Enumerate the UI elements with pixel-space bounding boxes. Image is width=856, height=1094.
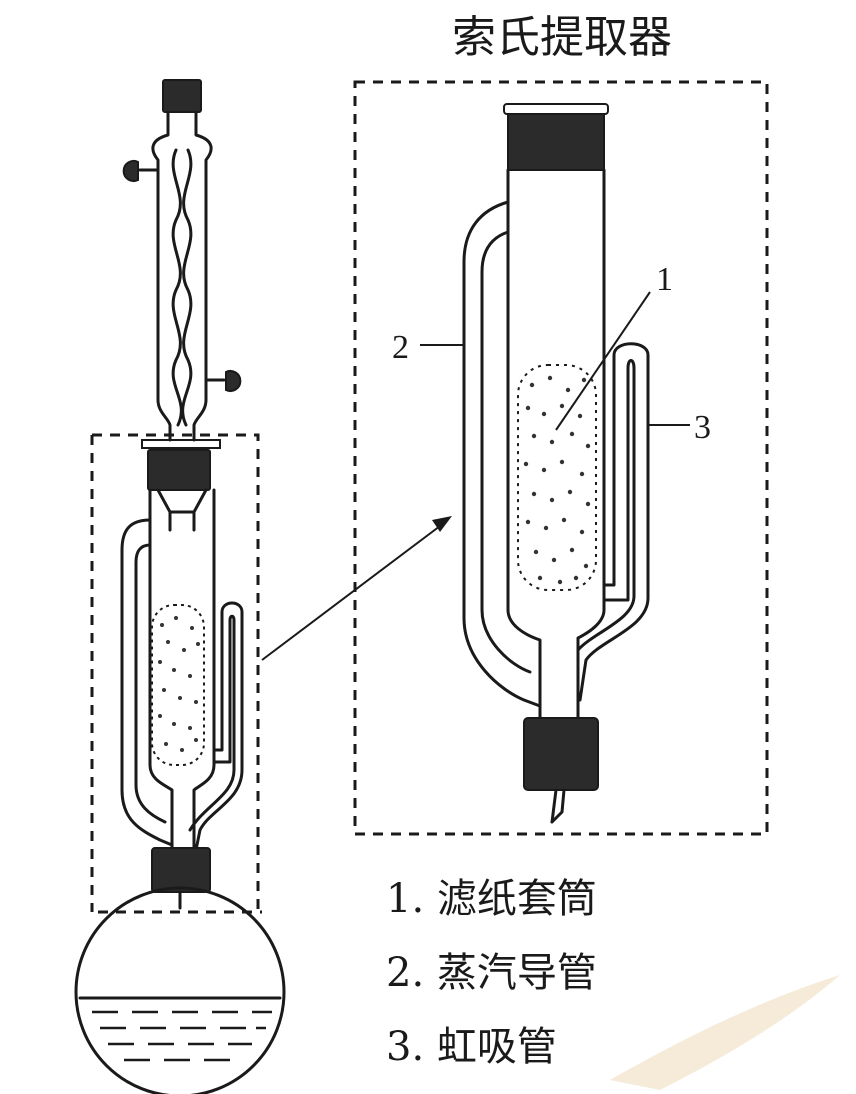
- legend-item-3: 3. 虹吸管: [386, 1024, 557, 1070]
- condenser-coil: [171, 148, 193, 427]
- legend-item-2: 2. 蒸汽导管: [386, 950, 597, 996]
- extractor-bottom-stopper: [151, 847, 211, 893]
- highlight-box-small: [90, 433, 260, 912]
- zoom-top-stopper: [507, 113, 605, 171]
- watermark-smudge: [610, 975, 840, 1090]
- zoom-drip-tip: [550, 788, 566, 824]
- condenser-knob-lower: [225, 370, 242, 392]
- zoom-bottom-stopper: [523, 717, 599, 791]
- extractor-body: [148, 488, 216, 852]
- callout-2: 2: [392, 329, 409, 366]
- zoom-thimble-sample: [523, 375, 591, 585]
- diagram-title: 索氏提取器: [452, 12, 672, 63]
- condenser-top-stopper: [162, 79, 202, 113]
- condenser-jacket: [151, 110, 213, 442]
- siphon-tube-small: [188, 601, 244, 852]
- zoom-arrowhead: [432, 516, 452, 532]
- extractor-top-stopper: [147, 449, 211, 491]
- condenser-knob-upper: [122, 160, 139, 182]
- extractor-funnel: [156, 488, 208, 532]
- legend-item-1: 1. 滤纸套筒: [386, 876, 597, 922]
- zoom-arrow: [261, 525, 441, 661]
- zoom-thimble: [517, 364, 597, 591]
- thimble-small: [151, 604, 205, 766]
- legend: 1. 滤纸套筒 2. 蒸汽导管 3. 虹吸管: [386, 876, 597, 1070]
- zoom-main-tube: [506, 168, 606, 720]
- zoom-box: [353, 80, 769, 836]
- callout-3: 3: [694, 409, 711, 446]
- zoom-top-rim: [503, 103, 609, 115]
- round-flask: [74, 886, 286, 1094]
- callout-1: 1: [656, 261, 673, 298]
- joint-ring: [141, 439, 221, 449]
- full-apparatus: [74, 79, 286, 1094]
- vapor-tube-small: [120, 518, 174, 847]
- flask-liquid: [92, 1010, 272, 1062]
- zoom-vapor-tube: [462, 200, 542, 708]
- zoomed-extractor: 1 2 3: [353, 80, 769, 836]
- thimble-small-sample: [158, 616, 200, 752]
- zoom-siphon-tube: [576, 342, 650, 702]
- leader-1: [555, 291, 651, 431]
